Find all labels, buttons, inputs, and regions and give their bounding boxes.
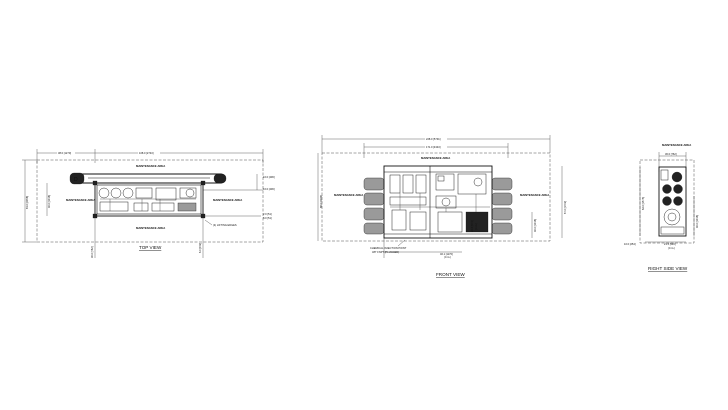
top-dim-bottom-right: 6.0 [152]	[198, 243, 202, 253]
top-maint-left: MAINTENANCE AREA	[66, 198, 95, 202]
side-dim-right: 40.0 [1016]	[695, 215, 699, 228]
front-dim-right-small: 40.0 [1016]	[533, 219, 537, 232]
top-pump-block	[135, 187, 153, 199]
top-view: 38.0 [1270] 108.0 [2743] MAINTENANCE ARE…	[22, 149, 275, 258]
side-dim-left: 62.0 [1575]	[641, 197, 645, 210]
top-dim-right-a: 16.0 [406]	[263, 175, 275, 179]
front-motor	[465, 211, 489, 233]
top-left-endcap	[69, 172, 85, 185]
front-maintenance-envelope	[321, 152, 551, 242]
top-dim-right-b: 16.0 [406]	[263, 187, 275, 191]
top-view-title: TOP VIEW	[139, 245, 162, 250]
front-dim-bottom-a: 46.1 [1170]	[440, 252, 453, 256]
front-maint-top: MAINTENANCE AREA	[421, 156, 450, 160]
side-vessel-2	[662, 184, 672, 194]
side-view-title: RIGHT SIDE VIEW	[648, 266, 688, 271]
front-vessel-right-3	[491, 207, 513, 221]
side-maint-top: MAINTENANCE AREA	[662, 143, 691, 147]
top-filter-3	[122, 187, 134, 199]
front-view-title: FRONT VIEW	[436, 272, 465, 277]
side-view: 30.0 [762] MAINTENANCE AREA 62.0 [1575] …	[624, 143, 699, 271]
top-dim-right-d: 8.0 [51]	[263, 216, 272, 220]
top-skid-frame	[94, 182, 204, 217]
side-dim-bottom-left: 10.0 [254]	[624, 242, 636, 246]
front-valve-group	[409, 211, 427, 231]
top-maintenance-envelope	[36, 159, 264, 243]
front-vessel-right-2	[491, 192, 513, 206]
top-dim-bottom-left: 30.0 [762]	[90, 246, 94, 258]
top-dim-left-inner: 40.0 [1016]	[47, 195, 51, 208]
top-lifting-note: (4) LIFTING EDGES	[213, 223, 237, 227]
front-vessel-left-2	[363, 192, 385, 206]
side-dim-bottom-right: 21.5 [546]	[664, 242, 676, 246]
front-cartridge-filter	[389, 174, 401, 194]
front-frame	[383, 165, 493, 239]
top-maint-bottom: MAINTENANCE AREA	[136, 226, 165, 230]
top-filter-2	[110, 187, 122, 199]
side-vessel-4	[662, 196, 672, 206]
front-maint-left: MAINTENANCE AREA	[334, 193, 363, 197]
top-manifold	[99, 201, 129, 212]
top-dim-right-c: 2.0 [51]	[263, 212, 272, 216]
front-vessel-left-3	[363, 207, 385, 221]
side-frame	[658, 166, 687, 237]
front-vessel-left-4	[363, 222, 385, 235]
top-maint-right: MAINTENANCE AREA	[213, 198, 242, 202]
front-view: 228.0 [5791] 171.0 [4343] MAINTENANCE AR…	[317, 135, 567, 277]
front-manifold	[389, 196, 427, 206]
svg-text:D: D	[74, 177, 78, 183]
front-dim-bottom-b: 22.6 [574]	[470, 220, 474, 232]
top-tank	[151, 202, 175, 212]
front-vessel-right-1	[491, 177, 513, 191]
front-dim-bottom-a-sub: (C.G.)	[444, 255, 451, 259]
top-control-box	[155, 187, 177, 201]
top-maint-top: MAINTENANCE AREA	[136, 164, 165, 168]
front-electrical-box	[457, 173, 487, 195]
front-dim-right-height: 67.0 [1702]	[563, 201, 567, 214]
front-dim-left-height: 86.0 [2184]	[319, 195, 323, 208]
top-dim-left: 38.0 [1270]	[58, 151, 71, 155]
side-vessel-1	[671, 171, 683, 183]
side-vessel-3	[673, 184, 683, 194]
front-injection-note-1: CHEMICAL INJECTION POINT	[370, 246, 407, 250]
front-vessel-left-1	[363, 177, 385, 191]
top-filter-1	[98, 187, 110, 199]
front-dim-inner: 171.0 [4343]	[426, 145, 441, 149]
front-dim-overall: 228.0 [5791]	[426, 137, 441, 141]
front-vessel-right-4	[491, 222, 513, 235]
front-maint-right: MAINTENANCE AREA	[520, 193, 549, 197]
top-right-endcap	[213, 173, 227, 184]
side-dim-top: 30.0 [762]	[665, 152, 677, 156]
front-dim-bottom-b-sub: (C.G.)	[474, 223, 478, 230]
side-dim-bottom-right-sub: (C.G.)	[668, 246, 675, 250]
front-injection-note-2: 3/8" FNPT (PLUGGED)	[372, 250, 399, 254]
top-dim-left-outer: 81.0 [2058]	[25, 196, 29, 209]
side-vessel-5	[673, 196, 683, 206]
top-dim-main: 108.0 [2743]	[139, 151, 154, 155]
